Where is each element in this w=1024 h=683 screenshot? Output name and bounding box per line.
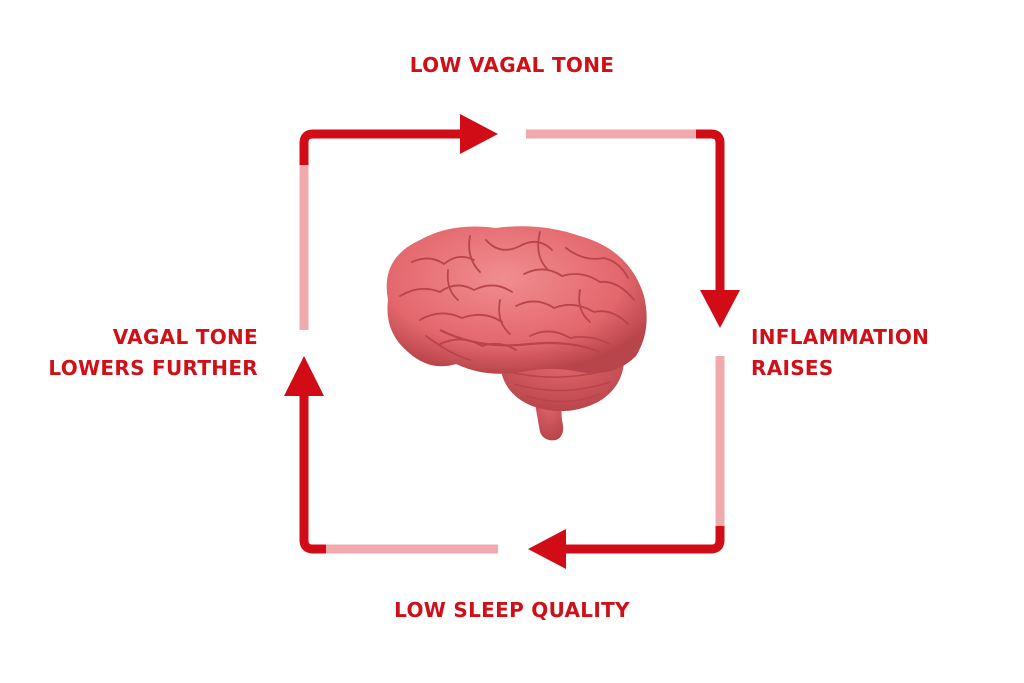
solid-segment-right-upper	[696, 129, 725, 296]
label-vagal-tone-line2: LOWERS FURTHER	[48, 356, 258, 380]
label-vagal-tone-line1: VAGAL TONE	[112, 325, 258, 349]
solid-segment-left-lower	[299, 392, 326, 554]
label-inflammation-raises: INFLAMMATION RAISES	[751, 322, 929, 384]
arrow-down-icon	[700, 290, 740, 328]
arrow-to-low-sleep-quality	[528, 356, 725, 569]
arrow-right-icon	[460, 114, 498, 154]
label-inflammation-line2: RAISES	[751, 356, 834, 380]
arrow-to-inflammation-raises	[526, 129, 740, 328]
arrow-up-icon	[284, 356, 324, 396]
temporal-lobe-fold	[439, 329, 601, 354]
cerebrum-folds	[399, 231, 635, 361]
solid-segment-bottom-right	[562, 526, 725, 554]
arrow-top-to-low-vagal-tone	[299, 114, 498, 330]
arrow-left-icon	[528, 529, 566, 569]
arrow-to-vagal-tone-lowers	[284, 356, 498, 554]
label-vagal-tone-lowers-further: VAGAL TONE LOWERS FURTHER	[48, 322, 258, 384]
label-low-sleep-quality: LOW SLEEP QUALITY	[0, 595, 1024, 626]
brain-icon	[386, 226, 647, 441]
label-low-vagal-tone: LOW VAGAL TONE	[0, 50, 1024, 81]
label-inflammation-line1: INFLAMMATION	[751, 325, 930, 349]
solid-segment-top-left	[299, 129, 466, 165]
label-low-vagal-tone-text: LOW VAGAL TONE	[409, 53, 615, 77]
label-low-sleep-quality-text: LOW SLEEP QUALITY	[394, 598, 630, 622]
